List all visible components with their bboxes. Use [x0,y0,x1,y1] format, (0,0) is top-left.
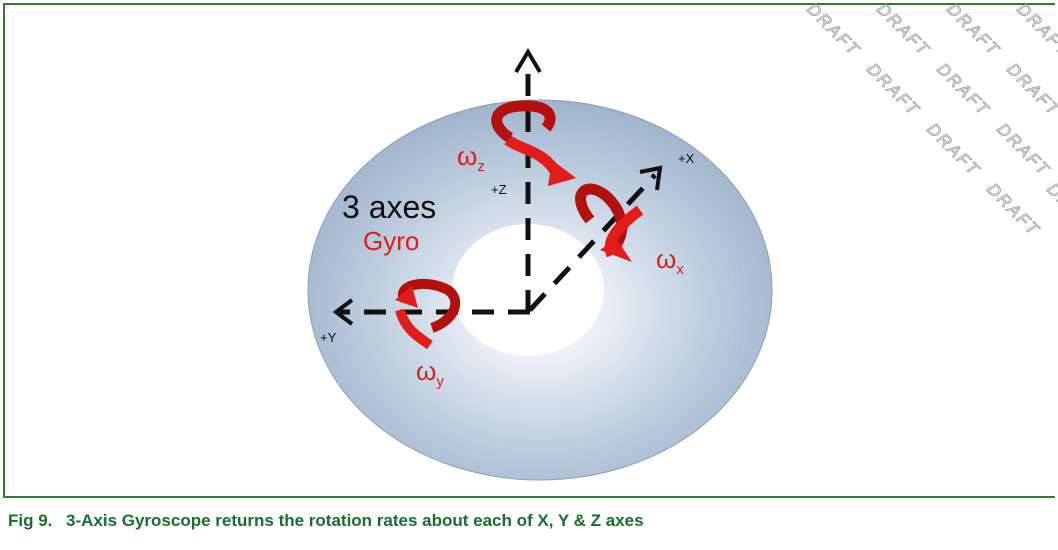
omega-x-rotation-arrow [575,183,644,262]
omega-y-rotation-arrow [395,278,461,350]
watermark-text: DRAFT [873,0,934,60]
omega-y-label: ωy [416,356,444,390]
omega-z-rotation-arrow [491,100,576,186]
x-axis-label: +X [678,151,695,166]
z-axis-arrowhead [514,48,542,74]
figure-number: Fig 9. [8,511,53,530]
watermark-text: DRAFT [933,59,994,120]
watermark-text: DRAFT [983,179,1044,240]
title-gyro: Gyro [363,226,419,256]
gyroscope-diagram: 3 axes Gyro +Z +X +Y ωz ωx ωy [307,48,773,481]
watermark-text: DRAFT [803,0,864,60]
x-axis-line [528,173,657,312]
watermark-text: DRAFT [1043,179,1058,240]
y-axis-arrowhead [332,298,354,326]
omega-x-label: ωx [656,244,684,278]
caption-text: 3-Axis Gyroscope returns the rotation ra… [66,511,644,530]
x-axis-arrowhead [639,165,663,191]
watermark-text: DRAFT [923,119,984,180]
draft-watermark: DRAFT DRAFT DRAFT DRAFT DRAFT DRAFT DRAF… [803,0,1058,240]
watermark-text: DRAFT [993,119,1054,180]
z-axis-label: +Z [491,182,507,197]
watermark-text: DRAFT [1003,59,1058,120]
watermark-text: DRAFT [863,59,924,120]
figure-caption: Fig 9. 3-Axis Gyroscope returns the rotat… [8,511,644,531]
y-axis-label: +Y [320,330,337,345]
title-3-axes: 3 axes [342,189,436,225]
omega-z-label: ωz [457,141,485,175]
figure-frame [3,3,1055,498]
watermark-text: DRAFT [1013,0,1058,60]
watermark-text: DRAFT [943,0,1004,60]
